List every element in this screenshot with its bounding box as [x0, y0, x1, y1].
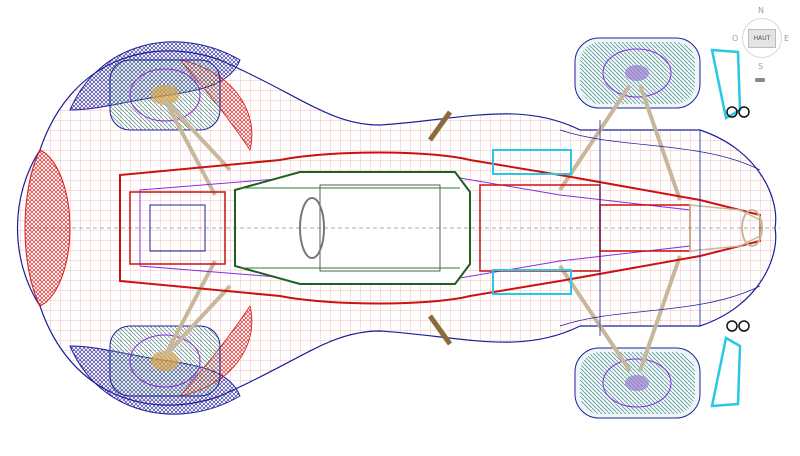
engine-intake-top — [492, 149, 572, 175]
green-wiring — [240, 187, 460, 269]
viewcube[interactable]: N S O E HAUT — [728, 4, 794, 82]
left-side-intake — [427, 110, 453, 142]
rear-right-exhaust — [726, 320, 750, 332]
compass-ring[interactable] — [742, 18, 782, 58]
right-side-intake — [427, 314, 453, 346]
front-suspension — [163, 98, 232, 358]
rear-left-wheel — [574, 37, 701, 109]
engine-intake-bottom — [492, 269, 572, 295]
compass-east-label[interactable]: E — [784, 34, 790, 43]
rear-right-wheel — [574, 347, 701, 419]
rear-left-exhaust — [726, 106, 750, 118]
front-right-wheel — [109, 325, 221, 397]
rear-right-light — [710, 336, 742, 408]
front-left-wheel — [109, 59, 221, 131]
home-view-icon[interactable] — [755, 78, 765, 82]
compass-north-label[interactable]: N — [758, 6, 764, 15]
compass-west-label[interactable]: O — [732, 34, 739, 43]
viewcube-top-face[interactable]: HAUT — [748, 29, 776, 48]
compass-south-label[interactable]: S — [758, 62, 764, 71]
